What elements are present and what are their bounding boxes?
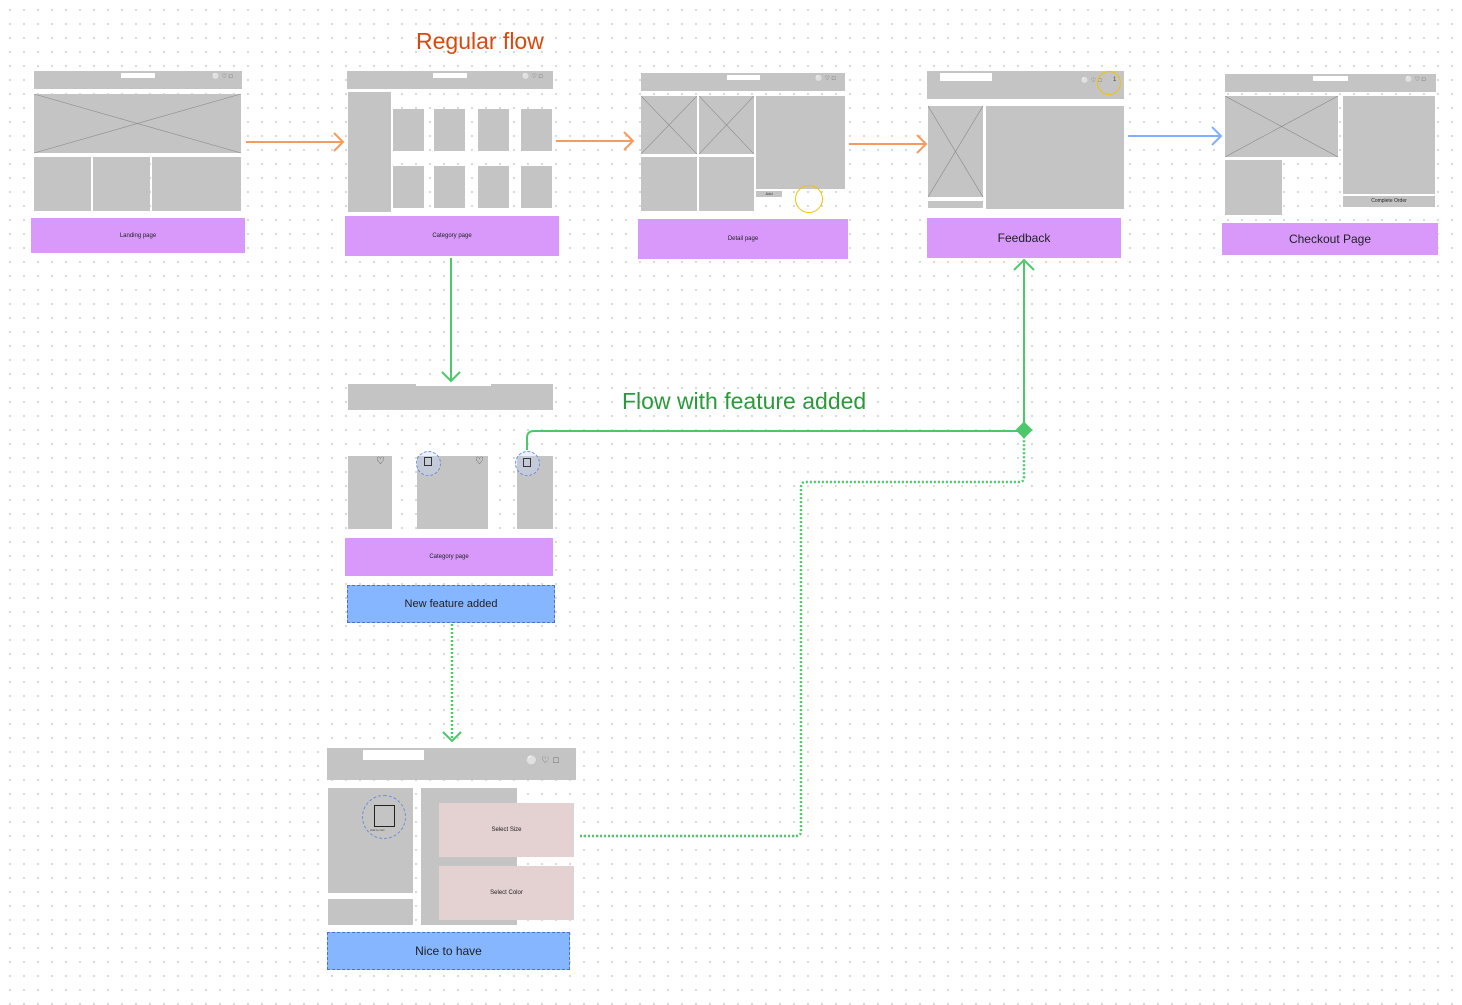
nice-logo-pill bbox=[363, 750, 424, 760]
placeholder-x-icon bbox=[1225, 96, 1338, 157]
bag-icon bbox=[374, 805, 395, 827]
category-logo-pill bbox=[433, 73, 467, 78]
new-feature-label: New feature added bbox=[347, 585, 555, 623]
category-sidebar bbox=[348, 92, 391, 212]
bag-icon bbox=[523, 458, 531, 467]
green-arrow-down bbox=[441, 258, 461, 383]
landing-header-icons: ⚪♡□ bbox=[212, 74, 235, 80]
category2-header bbox=[348, 384, 553, 410]
orange-arrow-2 bbox=[556, 131, 635, 151]
landing-logo-pill bbox=[121, 73, 155, 78]
green-connector-diamond bbox=[1015, 421, 1033, 439]
checkout-page-label: Checkout Page bbox=[1222, 223, 1438, 255]
add-to-cart-highlight-1 bbox=[416, 451, 441, 476]
feedback-main-panel bbox=[986, 106, 1124, 209]
nice-bag-highlight bbox=[362, 795, 406, 839]
feedback-logo-pill bbox=[940, 73, 992, 81]
detail-image-1 bbox=[641, 96, 697, 154]
green-connector-feature bbox=[526, 262, 1025, 450]
regular-flow-title: Regular flow bbox=[416, 28, 544, 54]
detail-image-4 bbox=[699, 157, 754, 211]
placeholder-x-icon bbox=[641, 96, 697, 154]
feedback-label: Feedback bbox=[927, 218, 1121, 258]
select-color-panel: Select Color bbox=[439, 866, 574, 920]
select-size-panel: Select Size bbox=[439, 803, 574, 857]
category-header bbox=[347, 71, 553, 89]
checkout-header bbox=[1225, 74, 1436, 92]
category-product-8 bbox=[521, 166, 552, 208]
category-product-2 bbox=[434, 109, 465, 151]
nice-to-have-label: Nice to have bbox=[327, 932, 570, 970]
heart-icon: ♡ bbox=[475, 456, 484, 467]
category-product-5 bbox=[393, 166, 424, 208]
checkout-summary-panel bbox=[1343, 96, 1435, 194]
feedback-cart-highlight bbox=[1097, 71, 1121, 95]
feature-flow-title: Flow with feature added bbox=[622, 388, 867, 414]
detail-add-button: Add bbox=[756, 191, 782, 197]
green-connector-arrowhead bbox=[1013, 258, 1035, 271]
detail-page-label: Detail page bbox=[638, 219, 848, 259]
checkout-image bbox=[1225, 96, 1338, 157]
detail-logo-pill bbox=[727, 75, 760, 80]
complete-order-button: Complete Order bbox=[1343, 196, 1435, 207]
detail-header-icons: ⚪♡□ bbox=[815, 76, 838, 82]
green-dotted-arrowhead bbox=[442, 731, 462, 743]
detail-image-3 bbox=[641, 157, 697, 211]
green-dotted-connector bbox=[580, 437, 1026, 838]
add-to-cart-highlight-2 bbox=[515, 451, 540, 476]
checkout-header-icons: ⚪♡□ bbox=[1405, 77, 1428, 83]
category2-page-label: Category page bbox=[345, 538, 553, 576]
bag-caption: Add to cart bbox=[370, 828, 385, 832]
detail-info-panel bbox=[756, 96, 845, 189]
nice-header-icons: ⚪♡□ bbox=[526, 755, 563, 765]
placeholder-x-icon bbox=[699, 96, 754, 154]
landing-hero-image bbox=[34, 94, 241, 153]
detail-image-2 bbox=[699, 96, 754, 154]
category-product-6 bbox=[434, 166, 465, 208]
orange-arrow-3 bbox=[849, 134, 928, 154]
detail-header bbox=[641, 73, 845, 91]
detail-highlight-circle bbox=[795, 185, 823, 213]
category-product-7 bbox=[478, 166, 509, 208]
category-page-label: Category page bbox=[345, 216, 559, 256]
feedback-header-icons: ⚪♡□ bbox=[1081, 78, 1104, 84]
nice-thumb-1 bbox=[328, 899, 413, 925]
heart-icon: ♡ bbox=[376, 456, 385, 467]
category-header-icons: ⚪♡□ bbox=[522, 74, 545, 80]
landing-tile-1 bbox=[34, 157, 91, 211]
landing-tile-3 bbox=[152, 157, 241, 211]
category2-product-1 bbox=[348, 456, 392, 529]
placeholder-x-icon bbox=[34, 94, 241, 153]
category2-logo-pill bbox=[416, 381, 491, 386]
bag-icon bbox=[424, 457, 432, 466]
blue-arrow bbox=[1128, 126, 1223, 146]
category-product-4 bbox=[521, 109, 552, 151]
orange-arrow-1 bbox=[246, 132, 345, 152]
landing-header bbox=[34, 71, 242, 89]
feedback-thumb-bar bbox=[928, 201, 983, 208]
category-product-3 bbox=[478, 109, 509, 151]
category-product-1 bbox=[393, 109, 424, 151]
feedback-image bbox=[928, 106, 983, 197]
landing-page-label: Landing page bbox=[31, 218, 245, 253]
checkout-thumb bbox=[1225, 160, 1282, 215]
landing-tile-2 bbox=[93, 157, 150, 211]
checkout-logo-pill bbox=[1313, 76, 1348, 81]
placeholder-x-icon bbox=[928, 106, 983, 197]
